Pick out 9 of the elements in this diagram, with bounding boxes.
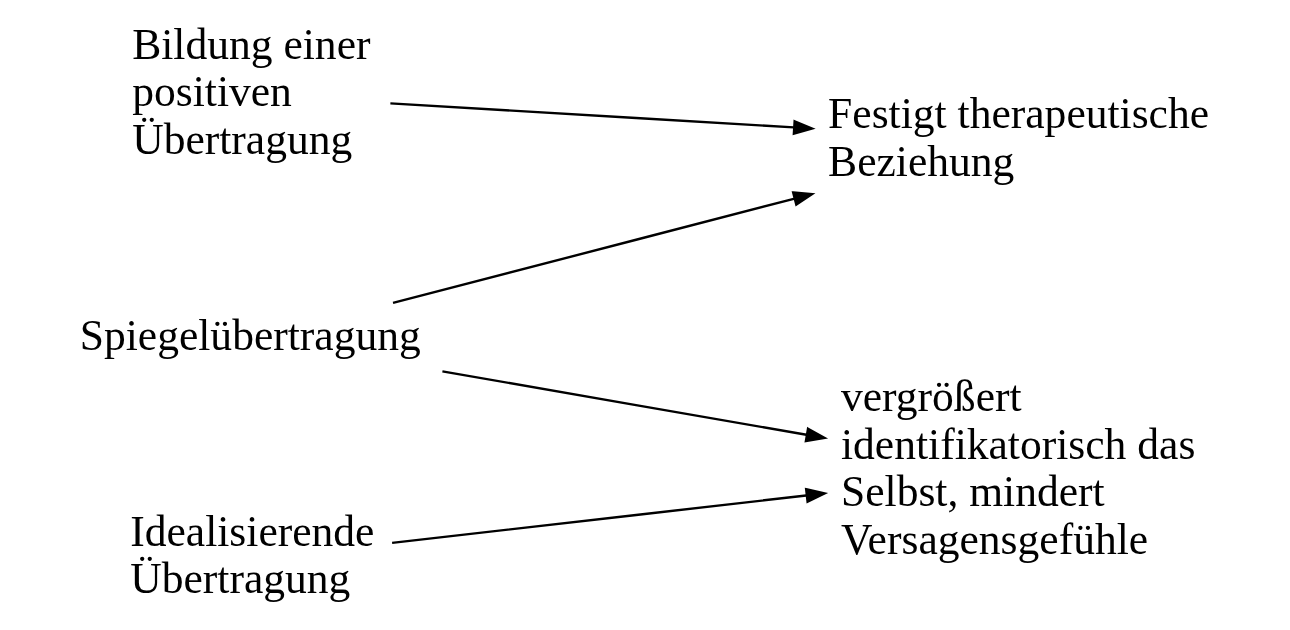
node-text: Festigt therapeutische Beziehung — [828, 89, 1210, 185]
arrow — [442, 370, 829, 443]
arrow — [390, 102, 816, 136]
arrow — [392, 487, 829, 545]
node-text: Bildung einer positiven Übertragung — [132, 19, 371, 163]
node-text: Idealisierende Übertragung — [130, 506, 375, 603]
node-text: Spiegelübertragung — [79, 310, 421, 359]
node-text: vergrößert identifikatorisch das Selbst, mindert Versagensgefühle — [841, 372, 1196, 563]
arrow — [392, 191, 816, 305]
